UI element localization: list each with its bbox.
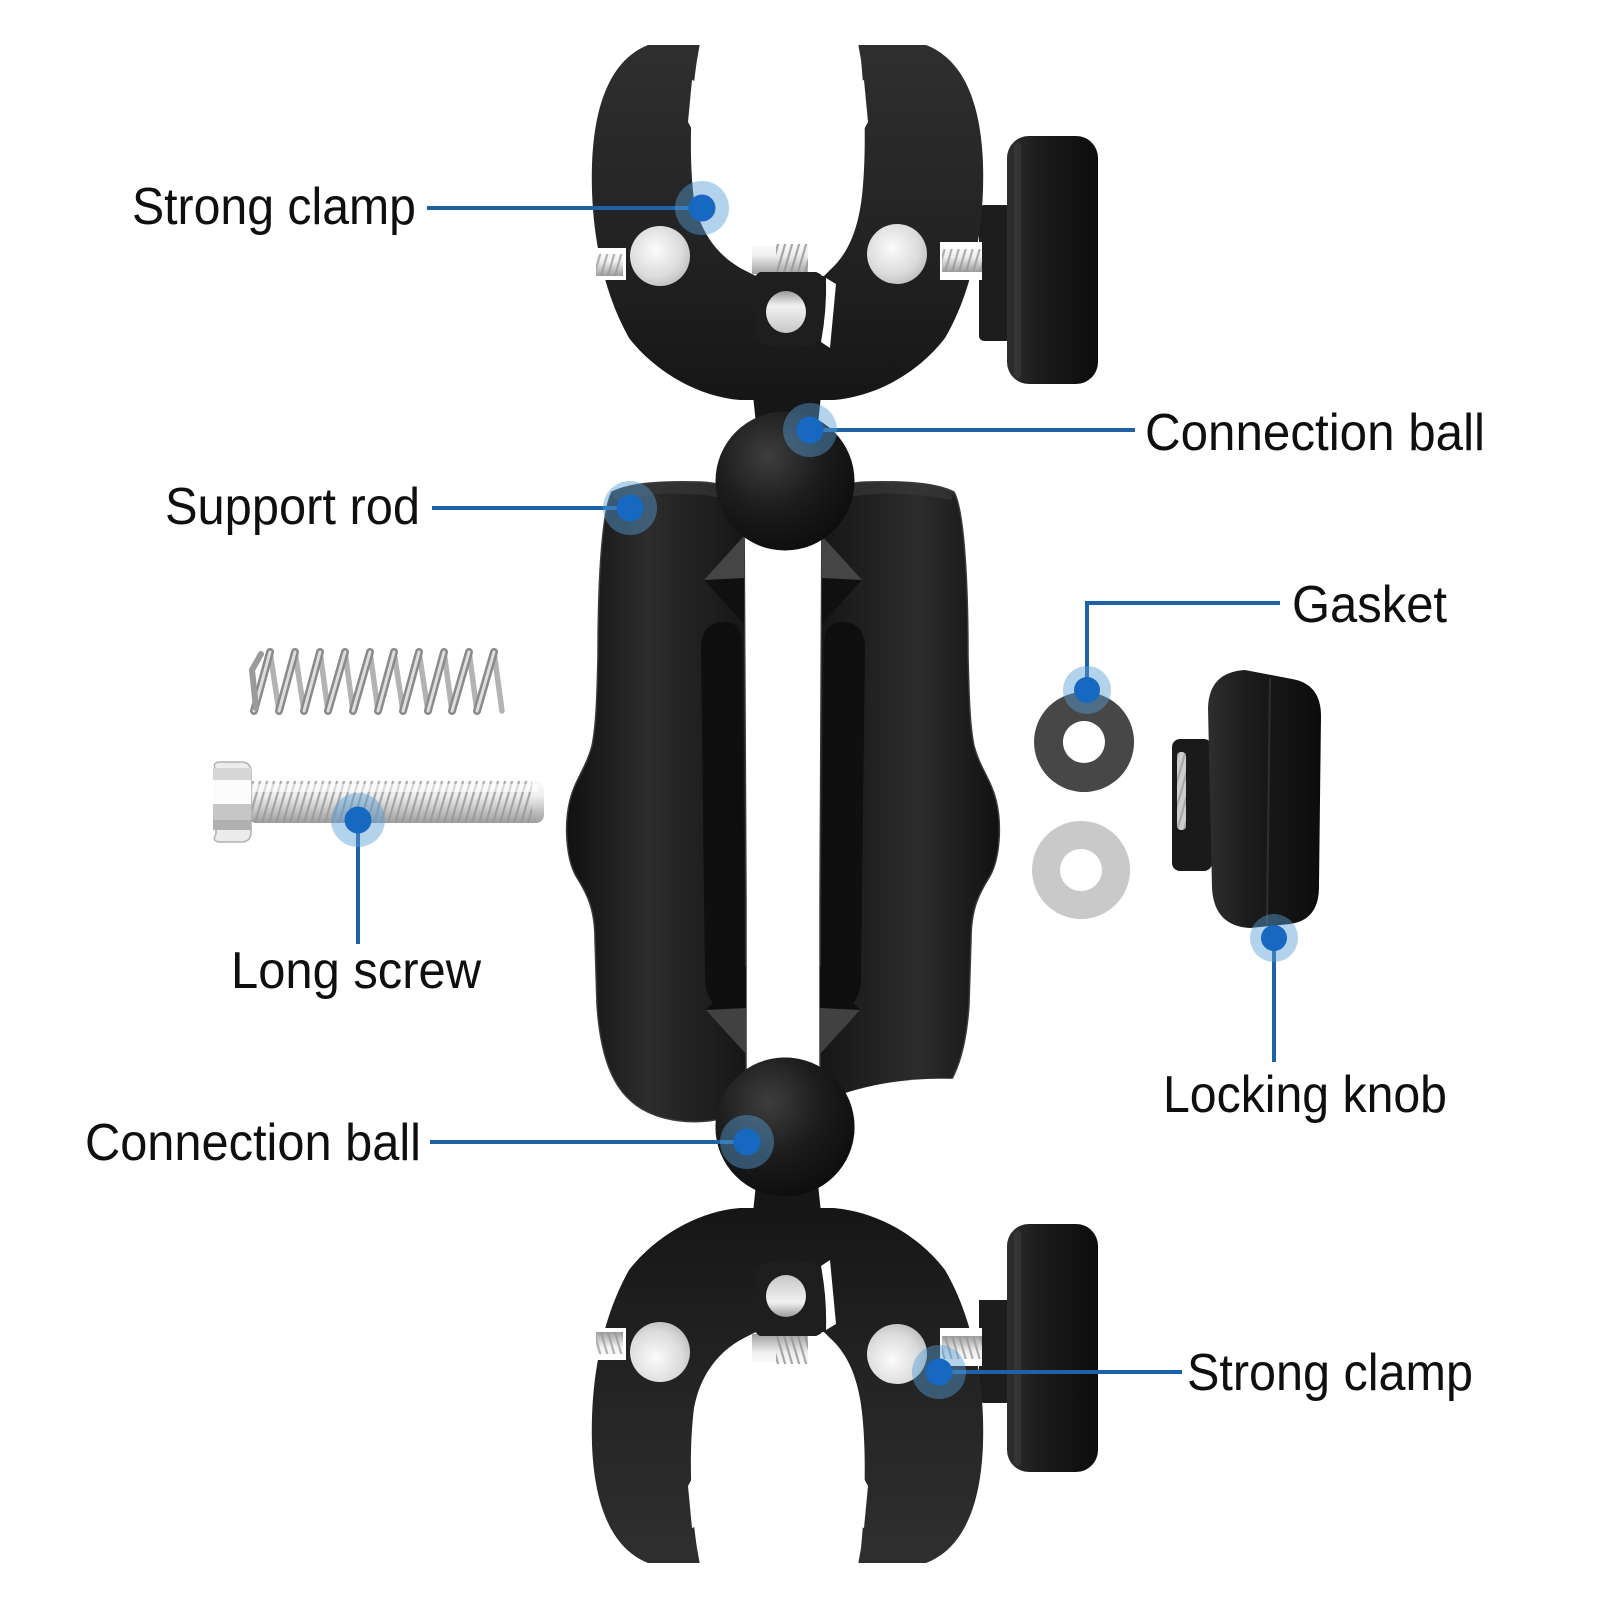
svg-text:Locking knob: Locking knob: [1163, 1066, 1447, 1124]
svg-text:Strong clamp: Strong clamp: [1187, 1344, 1473, 1402]
svg-text:Connection ball: Connection ball: [1145, 404, 1485, 462]
svg-text:Long screw: Long screw: [231, 942, 481, 1000]
svg-text:Gasket: Gasket: [1292, 576, 1448, 634]
svg-text:Strong clamp: Strong clamp: [132, 178, 416, 236]
svg-text:Connection ball: Connection ball: [85, 1114, 421, 1172]
svg-text:Support rod: Support rod: [165, 478, 420, 536]
